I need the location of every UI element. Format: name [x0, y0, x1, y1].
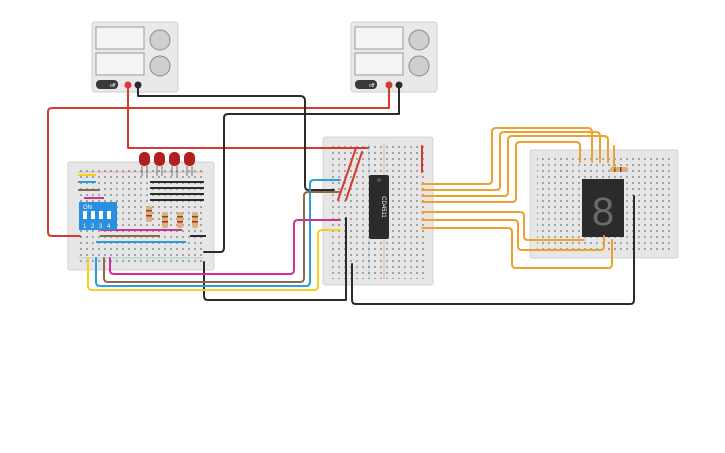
wire-black-gnd-1[interactable] [203, 217, 347, 301]
psu-2-voltage-knob[interactable] [408, 29, 430, 51]
dip-toggle-4[interactable] [107, 211, 111, 219]
dip-position-3: 3 [99, 224, 103, 230]
wire-red-psu1[interactable] [127, 84, 369, 149]
psu-2-display-top [354, 26, 404, 50]
resistor-2[interactable] [162, 212, 168, 228]
ic-chip[interactable]: CD4511 [369, 175, 389, 239]
wire-black-gnd-2[interactable] [351, 195, 635, 305]
wire-yellow[interactable] [87, 229, 341, 291]
resistor-right[interactable] [610, 167, 628, 172]
wire-red-psu2[interactable] [47, 84, 390, 237]
wire-orange-4[interactable] [421, 141, 581, 203]
wire-orange-3[interactable] [421, 135, 609, 197]
dip-toggle-1[interactable] [83, 211, 87, 219]
led-4[interactable] [184, 152, 195, 176]
wire-red-jumper-1[interactable] [337, 147, 357, 201]
wire-red-jumper-2[interactable] [345, 151, 363, 201]
wire-blue[interactable] [95, 179, 341, 287]
seven-segment-display[interactable]: 8 [582, 179, 624, 237]
led-row [139, 152, 195, 176]
ic-label: CD4511 [380, 196, 386, 218]
resistor-4[interactable] [192, 212, 198, 228]
psu-2-power-switch[interactable] [355, 80, 377, 89]
wire-orange-5[interactable] [421, 211, 585, 241]
seven-segment-digit: 8 [592, 190, 614, 234]
dip-toggle-2[interactable] [91, 211, 95, 219]
resistors-left [146, 206, 198, 228]
dip-position-1: 1 [83, 224, 87, 230]
psu-2-display-bottom [354, 52, 404, 76]
wires [47, 84, 635, 305]
psu-2-current-knob[interactable] [408, 55, 430, 77]
power-supply-2[interactable]: off [350, 21, 438, 93]
psu-1-display-top [95, 26, 145, 50]
dip-toggle-3[interactable] [99, 211, 103, 219]
psu-1-switch-label: off [110, 83, 116, 89]
wire-brown[interactable] [103, 191, 341, 283]
wire-magenta[interactable] [109, 219, 341, 275]
wire-orange-1[interactable] [421, 127, 593, 185]
wire-black-psu1[interactable] [137, 84, 335, 191]
resistor-3[interactable] [177, 212, 183, 228]
led-2[interactable] [154, 152, 165, 176]
led-3[interactable] [169, 152, 180, 176]
led-1[interactable] [139, 152, 150, 176]
psu-1-current-knob[interactable] [149, 55, 171, 77]
psu-1-voltage-knob[interactable] [149, 29, 171, 51]
dip-position-2: 2 [91, 224, 95, 230]
psu-1-power-switch[interactable] [96, 80, 118, 89]
wire-orange-2[interactable] [421, 131, 601, 191]
wire-black-psu2[interactable] [203, 84, 400, 253]
psu-1-display-bottom [95, 52, 145, 76]
dip-switch[interactable]: ON 1 2 3 4 [79, 202, 117, 230]
wire-orange-6[interactable] [421, 219, 605, 251]
dip-switch-on-label: ON [83, 205, 92, 211]
dip-position-4: 4 [107, 224, 111, 230]
wire-orange-7[interactable] [421, 227, 613, 269]
psu-2-switch-label: off [369, 83, 375, 89]
resistor-1[interactable] [146, 206, 152, 222]
power-supply-1[interactable]: off [91, 21, 179, 93]
